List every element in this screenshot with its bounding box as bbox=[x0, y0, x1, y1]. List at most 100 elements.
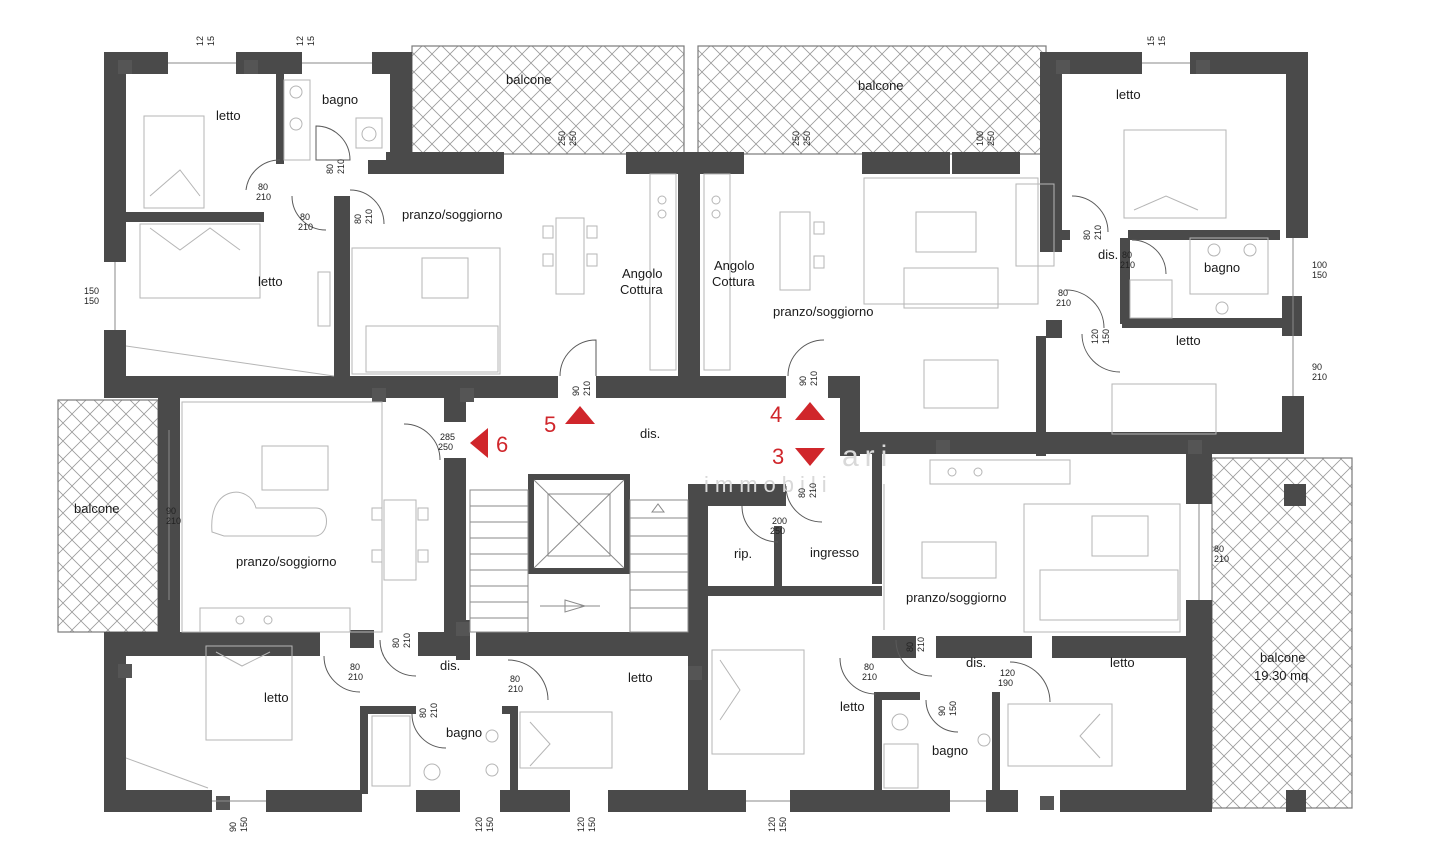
dim-label: 250 bbox=[438, 442, 453, 452]
room-label: bagno bbox=[322, 92, 358, 107]
dim-label: 190 bbox=[998, 678, 1013, 688]
room-label: dis. bbox=[640, 426, 660, 441]
dim-label: 80 bbox=[864, 662, 874, 672]
watermark-bottom: immobili bbox=[704, 472, 833, 497]
room-label: letto bbox=[216, 108, 241, 123]
dim-label: 150 bbox=[84, 296, 99, 306]
dim-label: 150 bbox=[485, 817, 495, 832]
dim-label: 250 bbox=[770, 526, 785, 536]
dim-label: 150 bbox=[239, 817, 249, 832]
balcone-left-area bbox=[57, 399, 159, 633]
dim-label: 150 bbox=[778, 817, 788, 832]
dim-label: 80 bbox=[350, 662, 360, 672]
room-label: letto bbox=[840, 699, 865, 714]
dim-label: 210 bbox=[582, 381, 592, 396]
room-label: balcone bbox=[1260, 650, 1306, 665]
dim-label: 80 bbox=[391, 638, 401, 648]
room-label: Angolo bbox=[714, 258, 754, 273]
dim-label: 80 bbox=[510, 674, 520, 684]
piers bbox=[118, 60, 1210, 810]
dim-label: 285 bbox=[440, 432, 455, 442]
dim-label: 15 bbox=[206, 36, 216, 46]
doors bbox=[245, 125, 1167, 749]
dim-label: 90 bbox=[228, 822, 238, 832]
dim-label: 210 bbox=[166, 516, 181, 526]
dim-label: 15 bbox=[1146, 36, 1156, 46]
dim-label: 120 bbox=[576, 817, 586, 832]
arrow-down-icon bbox=[795, 448, 825, 466]
dim-label: 80 bbox=[353, 214, 363, 224]
room-label: balcone bbox=[74, 501, 120, 516]
room-label: Cottura bbox=[712, 274, 755, 289]
dim-label: 150 bbox=[948, 701, 958, 716]
arrow-up-icon bbox=[795, 402, 825, 420]
dim-label: 90 bbox=[571, 386, 581, 396]
dim-label: 210 bbox=[1093, 225, 1103, 240]
dim-label: 12 bbox=[195, 36, 205, 46]
balconies bbox=[57, 45, 1353, 809]
dim-label: 210 bbox=[364, 209, 374, 224]
room-label: letto bbox=[1176, 333, 1201, 348]
dim-label: 210 bbox=[508, 684, 523, 694]
dim-label: 80 bbox=[905, 642, 915, 652]
stairs bbox=[469, 479, 689, 633]
entrance-markers: 5 4 6 3 bbox=[470, 402, 825, 469]
dim-label: 80 bbox=[300, 212, 310, 222]
dim-label: 90 bbox=[1312, 362, 1322, 372]
room-label: letto bbox=[264, 690, 289, 705]
dim-label: 150 bbox=[587, 817, 597, 832]
room-label: pranzo/soggiorno bbox=[906, 590, 1006, 605]
dim-label: 210 bbox=[256, 192, 271, 202]
room-label: pranzo/soggiorno bbox=[773, 304, 873, 319]
dim-label: 15 bbox=[1157, 36, 1167, 46]
dim-label: 210 bbox=[348, 672, 363, 682]
dim-label: 12 bbox=[295, 36, 305, 46]
dim-label: 250 bbox=[568, 131, 578, 146]
dim-label: 80 bbox=[325, 164, 335, 174]
balcone-top-left-area bbox=[411, 45, 685, 155]
marker-label: 3 bbox=[772, 444, 784, 469]
dim-label: 80 bbox=[258, 182, 268, 192]
room-label: balcone bbox=[506, 72, 552, 87]
dim-label: 120 bbox=[767, 817, 777, 832]
dim-label: 90 bbox=[166, 506, 176, 516]
room-label: pranzo/soggiorno bbox=[236, 554, 336, 569]
dim-label: 100 bbox=[1312, 260, 1327, 270]
marker-label: 6 bbox=[496, 432, 508, 457]
room-label: dis. bbox=[966, 655, 986, 670]
dim-label: 210 bbox=[1312, 372, 1327, 382]
dim-label: 250 bbox=[986, 131, 996, 146]
room-label: ingresso bbox=[810, 545, 859, 560]
dim-label: 80 bbox=[1122, 250, 1132, 260]
dim-label: 100 bbox=[975, 131, 985, 146]
dim-label: 120 bbox=[1090, 329, 1100, 344]
watermark-top: ari bbox=[842, 440, 893, 473]
dim-label: 120 bbox=[474, 817, 484, 832]
room-label: bagno bbox=[1204, 260, 1240, 275]
room-label: pranzo/soggiorno bbox=[402, 207, 502, 222]
dim-label: 210 bbox=[429, 703, 439, 718]
room-label: dis. bbox=[1098, 247, 1118, 262]
dim-label: 210 bbox=[1120, 260, 1135, 270]
dim-label: 210 bbox=[1214, 554, 1229, 564]
room-label: letto bbox=[1116, 87, 1141, 102]
dim-label: 90 bbox=[937, 706, 947, 716]
dim-label: 80 bbox=[1082, 230, 1092, 240]
arrow-up-icon bbox=[565, 406, 595, 424]
dim-label: 210 bbox=[916, 637, 926, 652]
room-label: 19.30 mq bbox=[1254, 668, 1308, 683]
dim-label: 210 bbox=[1056, 298, 1071, 308]
room-labels: letto bagno balcone balcone letto pranzo… bbox=[74, 72, 1308, 758]
room-label: dis. bbox=[440, 658, 460, 673]
room-label: Cottura bbox=[620, 282, 663, 297]
room-label: Angolo bbox=[622, 266, 662, 281]
dim-label: 150 bbox=[1312, 270, 1327, 280]
dim-label: 150 bbox=[84, 286, 99, 296]
dim-label: 120 bbox=[1000, 668, 1015, 678]
dim-label: 210 bbox=[298, 222, 313, 232]
room-label: bagno bbox=[932, 743, 968, 758]
room-label: letto bbox=[628, 670, 653, 685]
walls bbox=[104, 52, 1308, 812]
dim-label: 90 bbox=[798, 376, 808, 386]
